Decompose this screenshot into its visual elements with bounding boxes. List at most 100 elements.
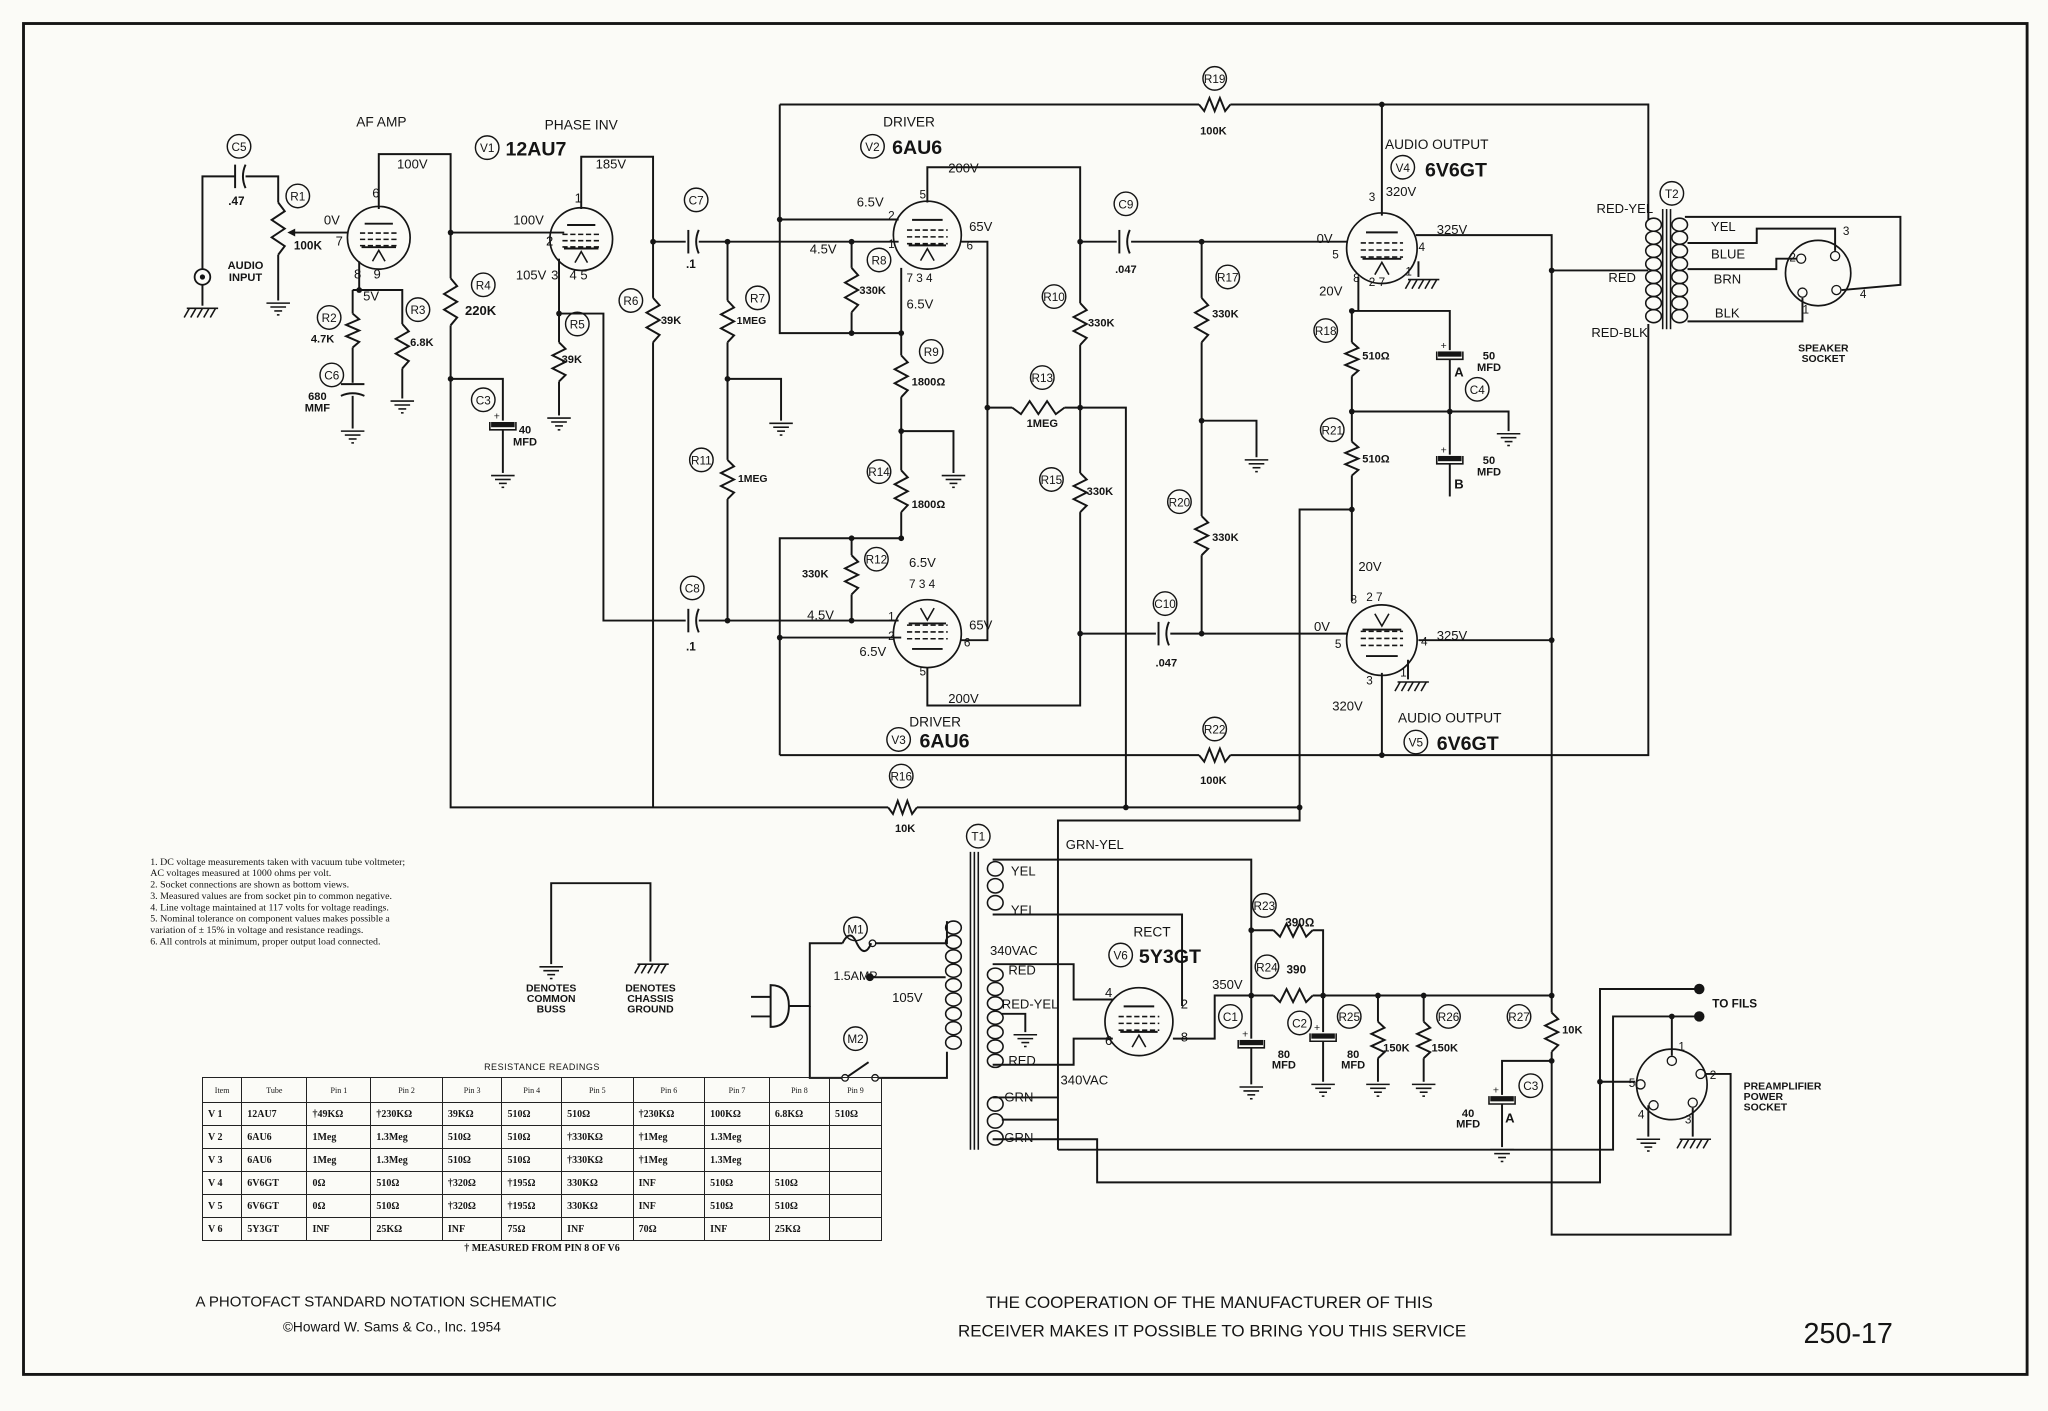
table-cell: 510Ω <box>501 1102 563 1126</box>
ground-icon <box>539 966 563 980</box>
label-p_v4_27: 2 7 <box>1369 276 1385 289</box>
label-p_v1b_2: 2 <box>546 234 553 249</box>
secondary-coil-turn <box>986 1053 1004 1069</box>
label-r7_val: 1MEG <box>737 316 767 327</box>
designator-circle <box>1166 489 1192 515</box>
wire <box>788 942 843 1007</box>
table-cell: †230KΩ <box>370 1102 443 1126</box>
table-cell: V 3 <box>201 1148 243 1172</box>
label-v2_cath: 6.5V <box>906 296 933 311</box>
table-cell: 1.3Meg <box>704 1125 770 1149</box>
designator-label: C3 <box>476 394 491 407</box>
note-line: 6. All controls at minimum, proper outpu… <box>150 936 380 947</box>
table-cell: 1.3Meg <box>370 1148 443 1172</box>
primary-coil-turn <box>1644 256 1663 272</box>
secondary-coil-turn <box>986 1010 1004 1026</box>
designator-c10: C10 <box>1152 591 1178 617</box>
capacitor-plate <box>241 164 247 189</box>
label-leg_common: COMMON <box>527 994 576 1005</box>
transformer-T1 <box>944 851 1004 1150</box>
label-p_v5_1: 1 <box>1400 667 1407 680</box>
label-p_v1a_7: 7 <box>336 234 343 249</box>
label-c4a_val2: MFD <box>1477 362 1501 374</box>
chassis-hatch <box>190 307 197 318</box>
chassis-hatch <box>1400 681 1408 692</box>
label-v3_plate: 65V <box>969 618 993 633</box>
label-p_v5_27: 2 7 <box>1366 591 1382 604</box>
label-c3_val2: MFD <box>513 437 537 449</box>
table-cell: 1Meg <box>306 1148 372 1172</box>
designator-label: C1 <box>1223 1011 1238 1024</box>
label-p_v2_2: 2 <box>888 209 895 222</box>
primary-coil-turn <box>944 1006 963 1022</box>
capacitor-can <box>489 421 517 431</box>
tube-V3 <box>892 598 963 669</box>
label-v5_type: 6V6GT <box>1437 733 1499 755</box>
table-cell: 330KΩ <box>561 1171 634 1195</box>
label-v4_cath: 20V <box>1319 283 1343 298</box>
resistor-R14 <box>892 469 910 513</box>
resistor-R15 <box>1071 472 1089 513</box>
tube-envelope <box>892 200 963 270</box>
primary-coil-turn <box>944 949 963 964</box>
label-t1_red_yel: RED-YEL <box>1002 997 1059 1012</box>
designator-r25: R25 <box>1336 1003 1362 1029</box>
capacitor-can <box>1435 455 1464 465</box>
designator-circle <box>564 311 590 337</box>
label-r15_val: 330K <box>1087 486 1114 498</box>
ground-icon <box>1244 459 1269 473</box>
junction-dot <box>556 310 562 317</box>
table-cell: 510Ω <box>704 1194 770 1218</box>
capacitor-plate <box>1165 621 1170 646</box>
label-v2_type: 6AU6 <box>892 137 942 159</box>
junction-dot <box>1548 637 1555 644</box>
wire <box>1501 1059 1552 1095</box>
designator-r10: R10 <box>1041 284 1067 310</box>
junction-dot <box>1198 630 1205 637</box>
table-cell: 6V6GT <box>241 1171 308 1195</box>
chassis-ground-icon <box>1394 681 1429 692</box>
label-r12_val: 330K <box>802 568 829 580</box>
designator-circle <box>886 726 912 752</box>
tube-heater <box>919 607 935 622</box>
label-c1_val2: MFD <box>1272 1060 1296 1072</box>
junction-dot <box>898 330 905 337</box>
label-v3_cath: 6.5V <box>909 555 936 570</box>
label-r4_val: 220K <box>465 303 497 318</box>
designator-r8: R8 <box>866 247 892 273</box>
label-r22_val: 100K <box>1200 775 1227 787</box>
chassis-hatch <box>1394 681 1401 692</box>
label-p_v2_5: 5 <box>920 189 927 202</box>
designator-circle <box>683 187 709 213</box>
label-r20_val: 330K <box>1212 532 1239 544</box>
designator-t2: T2 <box>1659 180 1685 206</box>
label-t1_340vac2: 340VAC <box>1061 1072 1109 1087</box>
designator-circle <box>843 1026 868 1052</box>
primary-coil-turn <box>944 920 963 935</box>
secondary-coil-turn <box>986 967 1004 982</box>
socket-pin <box>1648 1100 1659 1111</box>
note-line: AC voltages measured at 1000 ohms per vo… <box>150 868 331 879</box>
designator-circle <box>1313 318 1339 344</box>
wire <box>1230 103 1650 220</box>
wire <box>1351 410 1510 432</box>
table-cell: 1.3Meg <box>704 1148 770 1172</box>
secondary-coil-turn <box>986 1129 1004 1146</box>
label-t2_yel: YEL <box>1711 219 1736 234</box>
chassis-hatch <box>1404 279 1412 290</box>
table-cell: 510Ω <box>704 1171 770 1195</box>
chassis-hatch <box>1411 279 1418 290</box>
capacitor-C1: + <box>1237 1029 1266 1049</box>
designator-label: R11 <box>691 454 712 467</box>
fil-terminal <box>1694 983 1705 995</box>
label-p_v1a_6: 6 <box>372 185 379 200</box>
table-cell: 70Ω <box>632 1217 706 1241</box>
table-cell: 510Ω <box>501 1148 563 1172</box>
designator-label: R27 <box>1508 1011 1530 1024</box>
junction-dot <box>848 535 855 542</box>
junction-dot <box>1348 506 1355 513</box>
page-border <box>22 22 2029 1376</box>
label-r18_val: 510Ω <box>1362 350 1390 362</box>
designator-t1: T1 <box>965 823 991 849</box>
